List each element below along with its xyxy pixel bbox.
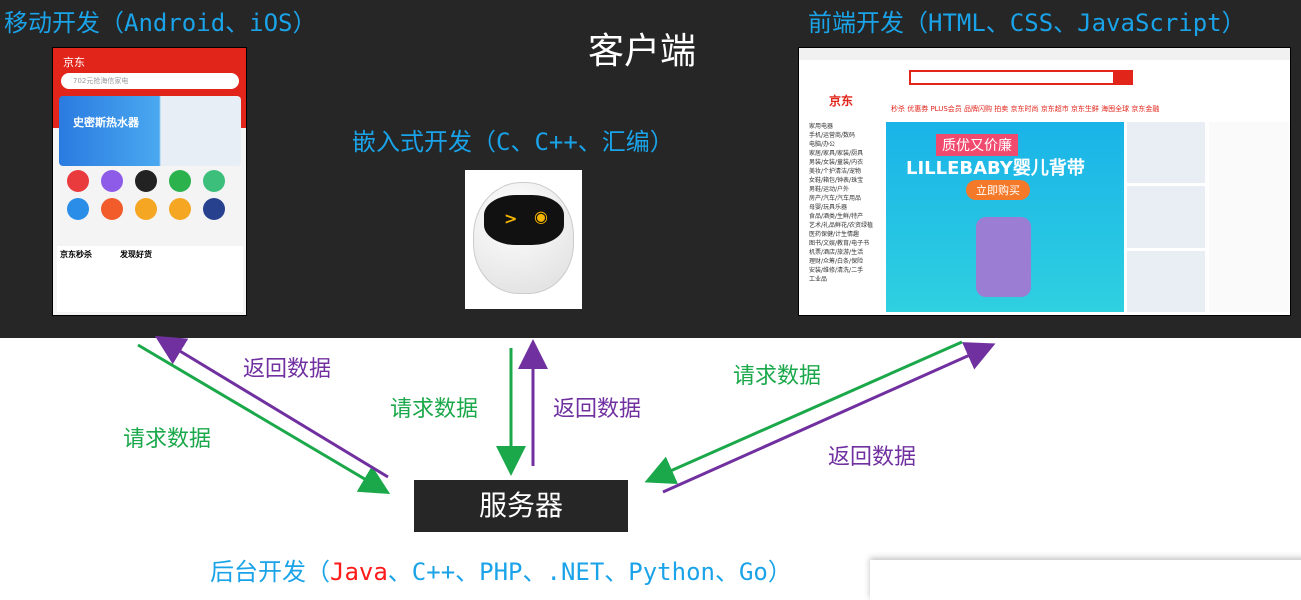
category: 医药保健/计生情趣	[809, 231, 860, 238]
response-arrow-mobile	[154, 335, 389, 479]
web-nav: 秒杀 优惠券 PLUS会员 品牌闪购 拍卖 京东时尚 京东超市 京东生鲜 海囤全…	[891, 105, 1160, 113]
phone-flash-sale: 京东秒杀 发现好货	[57, 246, 243, 312]
website-screenshot: 京东 秒杀 优惠券 PLUS会员 品牌闪购 拍卖 京东时尚 京东超市 京东生鲜 …	[798, 47, 1291, 316]
backend-open: （	[306, 558, 330, 586]
flash-sale-label: 京东秒杀	[60, 250, 92, 259]
hero-button: 立即购买	[966, 180, 1030, 200]
category: 食品/酒类/生鲜/特产	[809, 213, 864, 220]
backend-dev-label: 后台开发（Java、C++、PHP、.NET、Python、Go）	[210, 552, 792, 587]
request-arrow-mobile	[137, 343, 391, 495]
web-dev-label: 前端开发（HTML、CSS、JavaScript）	[808, 3, 1246, 38]
mobile-dev-label: 移动开发（Android、iOS）	[4, 3, 317, 38]
response-arrow-web	[662, 342, 996, 494]
request-arrow-web	[644, 340, 963, 485]
phone-icon-grid	[61, 170, 231, 220]
category: 工业品	[809, 276, 828, 283]
request-label-web: 请求数据	[733, 364, 822, 389]
backend-label-text: 后台开发	[210, 558, 306, 586]
jd-web-logo: 京东	[829, 94, 854, 108]
phone-search: 702元抢海信家电	[61, 73, 239, 89]
mobile-app-screenshot: 京东 702元抢海信家电 史密斯热水器 京东秒杀 发现好货	[52, 47, 247, 316]
overlay-panel-edge	[870, 560, 1301, 600]
category: 图书/文娱/教育/电子书	[809, 240, 870, 247]
hero-line2: LILLEBABY婴儿背带	[906, 158, 1085, 179]
category: 美妆/个护清洁/宠物	[809, 168, 862, 175]
category: 艺术/礼品鲜花/农资绿植	[809, 222, 874, 229]
response-label-embedded: 返回数据	[553, 397, 642, 422]
category: 理财/众筹/白条/保险	[809, 258, 864, 265]
category: 房产/汽车/汽车用品	[809, 195, 862, 202]
backend-tech: 、C++、PHP、.NET、Python、Go）	[387, 558, 792, 586]
web-tech: （HTML、CSS、JavaScript）	[904, 9, 1246, 37]
web-hero-banner: 质优又价廉 LILLEBABY婴儿背带 立即购买	[886, 122, 1124, 312]
discover-label: 发现好货	[119, 250, 152, 259]
flow-arrows	[137, 335, 996, 495]
category: 女鞋/箱包/钟表/珠宝	[809, 177, 864, 184]
category: 手机/运营商/数码	[809, 132, 856, 139]
embedded-tech: （C、C++、汇编）	[472, 128, 674, 156]
category: 男装/女装/童装/内衣	[809, 159, 864, 166]
response-label-mobile: 返回数据	[243, 357, 332, 382]
category: 电脑/办公	[809, 141, 836, 148]
category: 母婴/玩具乐器	[809, 204, 848, 211]
category: 家居/家具/家装/厨具	[809, 150, 864, 157]
category: 机票/酒店/旅游/生活	[809, 249, 864, 256]
category: 男鞋/运动/户外	[809, 186, 850, 193]
category: 家用电器	[809, 123, 834, 130]
mobile-label-text: 移动开发	[4, 9, 100, 37]
embedded-label-text: 嵌入式开发	[352, 128, 472, 156]
phone-banner: 史密斯热水器	[59, 96, 241, 166]
mobile-tech: （Android、iOS）	[100, 9, 317, 37]
backend-java: Java	[330, 558, 388, 586]
request-label-embedded: 请求数据	[390, 397, 479, 422]
web-label-text: 前端开发	[808, 9, 904, 37]
response-label-web: 返回数据	[828, 445, 917, 470]
hero-line1: 质优又价廉	[936, 134, 1018, 156]
robot-image: >◉	[465, 170, 582, 309]
server-box: 服务器	[414, 480, 628, 532]
request-label-mobile: 请求数据	[123, 427, 212, 452]
web-categories: 家用电器手机/运营商/数码电脑/办公家居/家具/家装/厨具男装/女装/童装/内衣…	[809, 122, 885, 312]
client-title: 客户端	[588, 31, 697, 72]
banner-text: 史密斯热水器	[73, 116, 139, 129]
jd-logo: 京东	[63, 56, 85, 69]
category: 安装/维修/清洗/二手	[809, 267, 864, 274]
embedded-dev-label: 嵌入式开发（C、C++、汇编）	[352, 122, 674, 157]
